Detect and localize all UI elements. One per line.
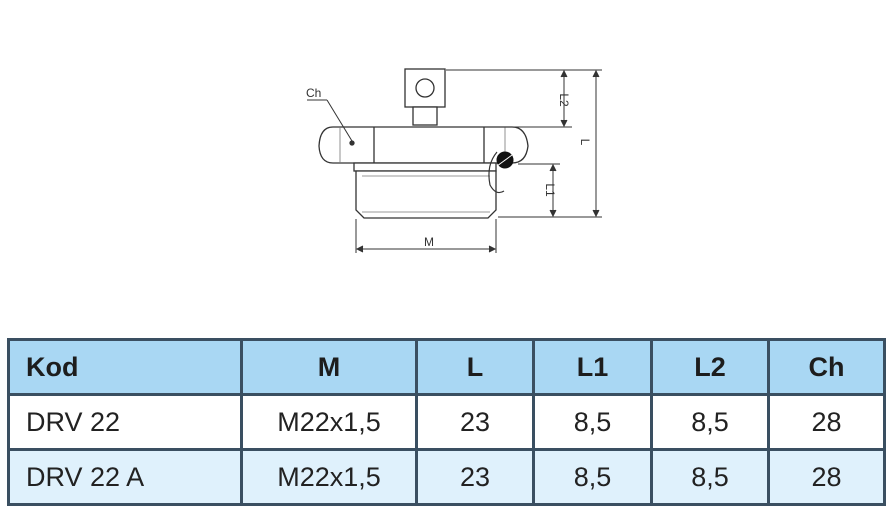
cell-kod: DRV 22: [7, 393, 243, 451]
table-row: DRV 22 M22x1,5 23 8,5 8,5 28: [7, 393, 886, 451]
technical-drawing: Ch L2 L L1: [306, 68, 602, 253]
cell-l: 23: [415, 393, 535, 451]
thread-body: [355, 170, 497, 219]
cell-ch: 28: [767, 393, 886, 451]
l2-label: L2: [557, 93, 571, 107]
l-dimension: [498, 69, 602, 218]
header-l: L: [415, 338, 535, 396]
l1-label: L1: [543, 183, 557, 197]
cell-l2: 8,5: [650, 448, 770, 506]
cell-m: M22x1,5: [240, 448, 418, 506]
o-ring: [488, 151, 514, 194]
header-l2: L2: [650, 338, 770, 396]
cell-m: M22x1,5: [240, 393, 418, 451]
cell-kod: DRV 22 A: [7, 448, 243, 506]
header-kod: Kod: [7, 338, 243, 396]
ch-leader: [307, 99, 353, 142]
l2-dimension: [446, 69, 572, 128]
drawing-svg: Ch L2 L L1: [306, 68, 602, 253]
spec-table: Kod M L L1 L2 Ch DRV 22 M22x1,5 23 8,5 8…: [7, 338, 886, 506]
table-row: DRV 22 A M22x1,5 23 8,5 8,5 28: [7, 448, 886, 506]
l-label: L: [578, 139, 592, 146]
cell-l2: 8,5: [650, 393, 770, 451]
header-m: M: [240, 338, 418, 396]
header-row: Kod M L L1 L2 Ch: [7, 338, 886, 396]
cell-l1: 8,5: [532, 393, 653, 451]
header-l1: L1: [532, 338, 653, 396]
ch-label: Ch: [306, 86, 321, 100]
cell-ch: 28: [767, 448, 886, 506]
hex-nut: [318, 126, 529, 164]
m-dimension: [355, 219, 497, 253]
collar: [353, 162, 497, 172]
top-eyelet: [404, 68, 446, 126]
cell-l1: 8,5: [532, 448, 653, 506]
cell-l: 23: [415, 448, 535, 506]
l1-dimension: [518, 163, 560, 218]
header-ch: Ch: [767, 338, 886, 396]
m-label: M: [424, 235, 434, 249]
